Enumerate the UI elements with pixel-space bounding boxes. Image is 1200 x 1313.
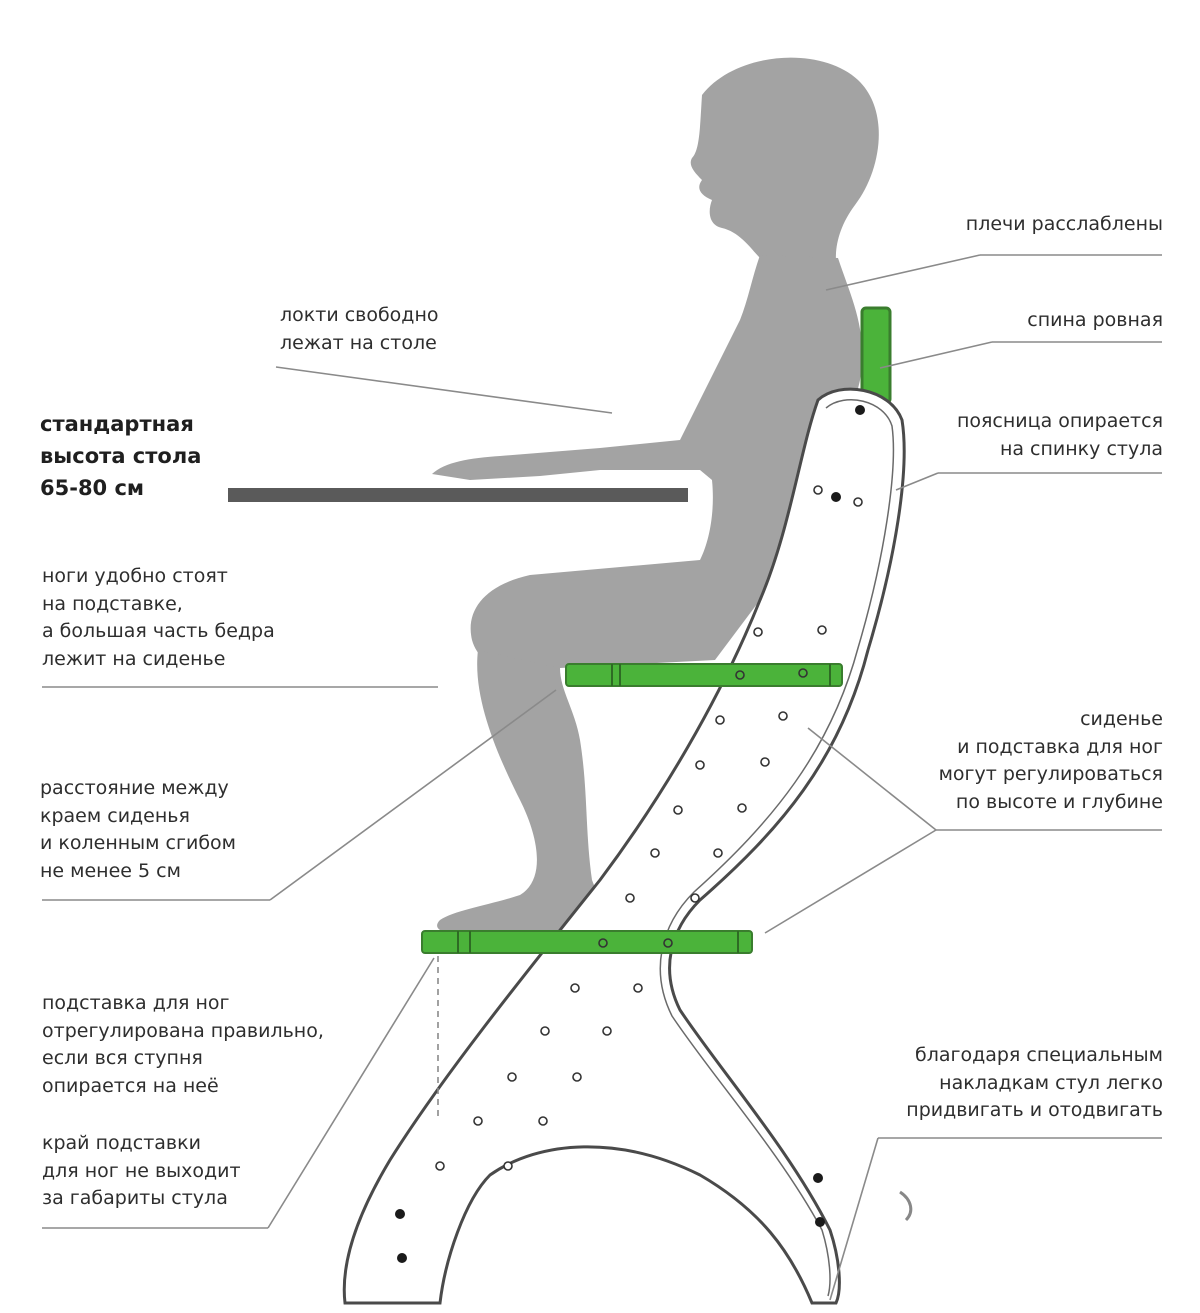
label-legs-on-footrest: ноги удобно стоят на подставке, а больша… <box>42 565 275 670</box>
label-footrest-edge: край подставки для ног не выходит за габ… <box>42 1132 241 1209</box>
leader-lines <box>42 254 1162 1301</box>
label-back-straight: спина ровная <box>1027 309 1163 331</box>
table-top <box>228 488 688 502</box>
label-elbows-on-table: локти свободно лежат на столе <box>280 304 439 354</box>
fixing-bolts <box>395 405 865 1263</box>
child-silhouette <box>432 57 879 935</box>
chair-frame <box>342 387 906 1305</box>
slide-pad <box>899 1190 913 1222</box>
label-table-height: стандартная высота стола 65-80 см <box>40 412 202 500</box>
label-lower-back-support: поясница опирается на спинку стула <box>956 410 1163 460</box>
seat <box>565 663 843 687</box>
label-shoulders-relaxed: плечи расслаблены <box>965 213 1163 235</box>
chair <box>342 306 906 1305</box>
label-seat-adjustable: сиденье и подставка для ног могут регули… <box>938 708 1163 813</box>
footrest <box>421 930 753 954</box>
adjustment-holes <box>435 485 863 1171</box>
backrest-post <box>860 306 892 405</box>
label-knee-gap: расстояние между краем сиденья и коленны… <box>40 777 236 882</box>
label-footrest-correct: подставка для ног отрегулирована правиль… <box>42 992 324 1097</box>
label-slide-pads: благодаря специальным накладкам стул лег… <box>906 1044 1163 1121</box>
